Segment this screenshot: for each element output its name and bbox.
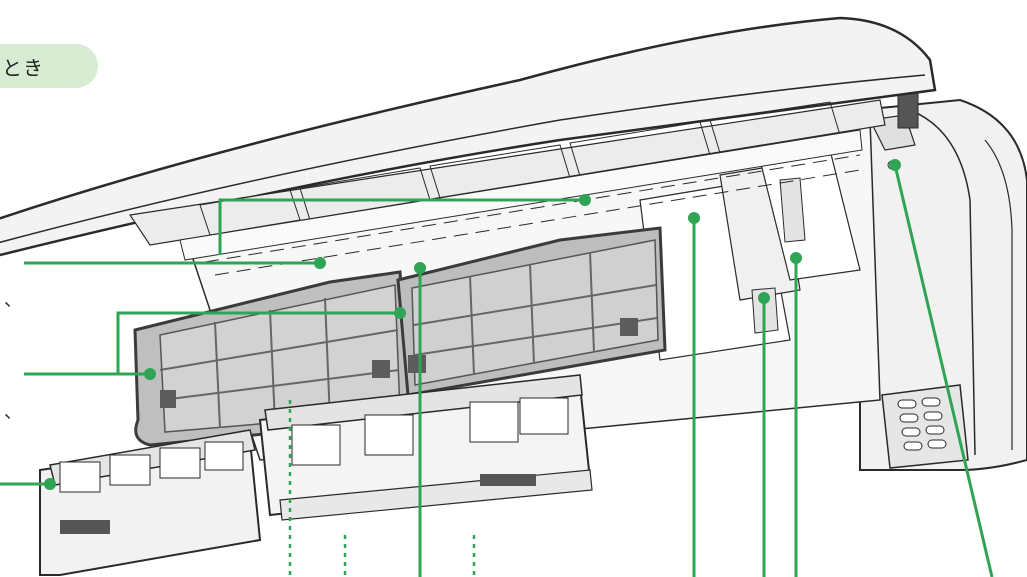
lower-cartridge-assembly xyxy=(39,374,593,576)
leader-lines xyxy=(0,164,994,577)
control-panel xyxy=(881,384,969,469)
section-tab-label: とき xyxy=(2,56,44,80)
cropped-label-fragment: 、 xyxy=(4,402,22,423)
leader-line-10 xyxy=(893,164,994,577)
cropped-label-fragment: 、 xyxy=(4,290,22,311)
leader-line-4 xyxy=(218,198,585,255)
leader-endpoints xyxy=(44,159,901,490)
section-tab xyxy=(0,44,98,88)
leader-line-5 xyxy=(116,311,400,374)
air-filter-right xyxy=(396,226,667,397)
front-panel-lid xyxy=(0,16,937,276)
